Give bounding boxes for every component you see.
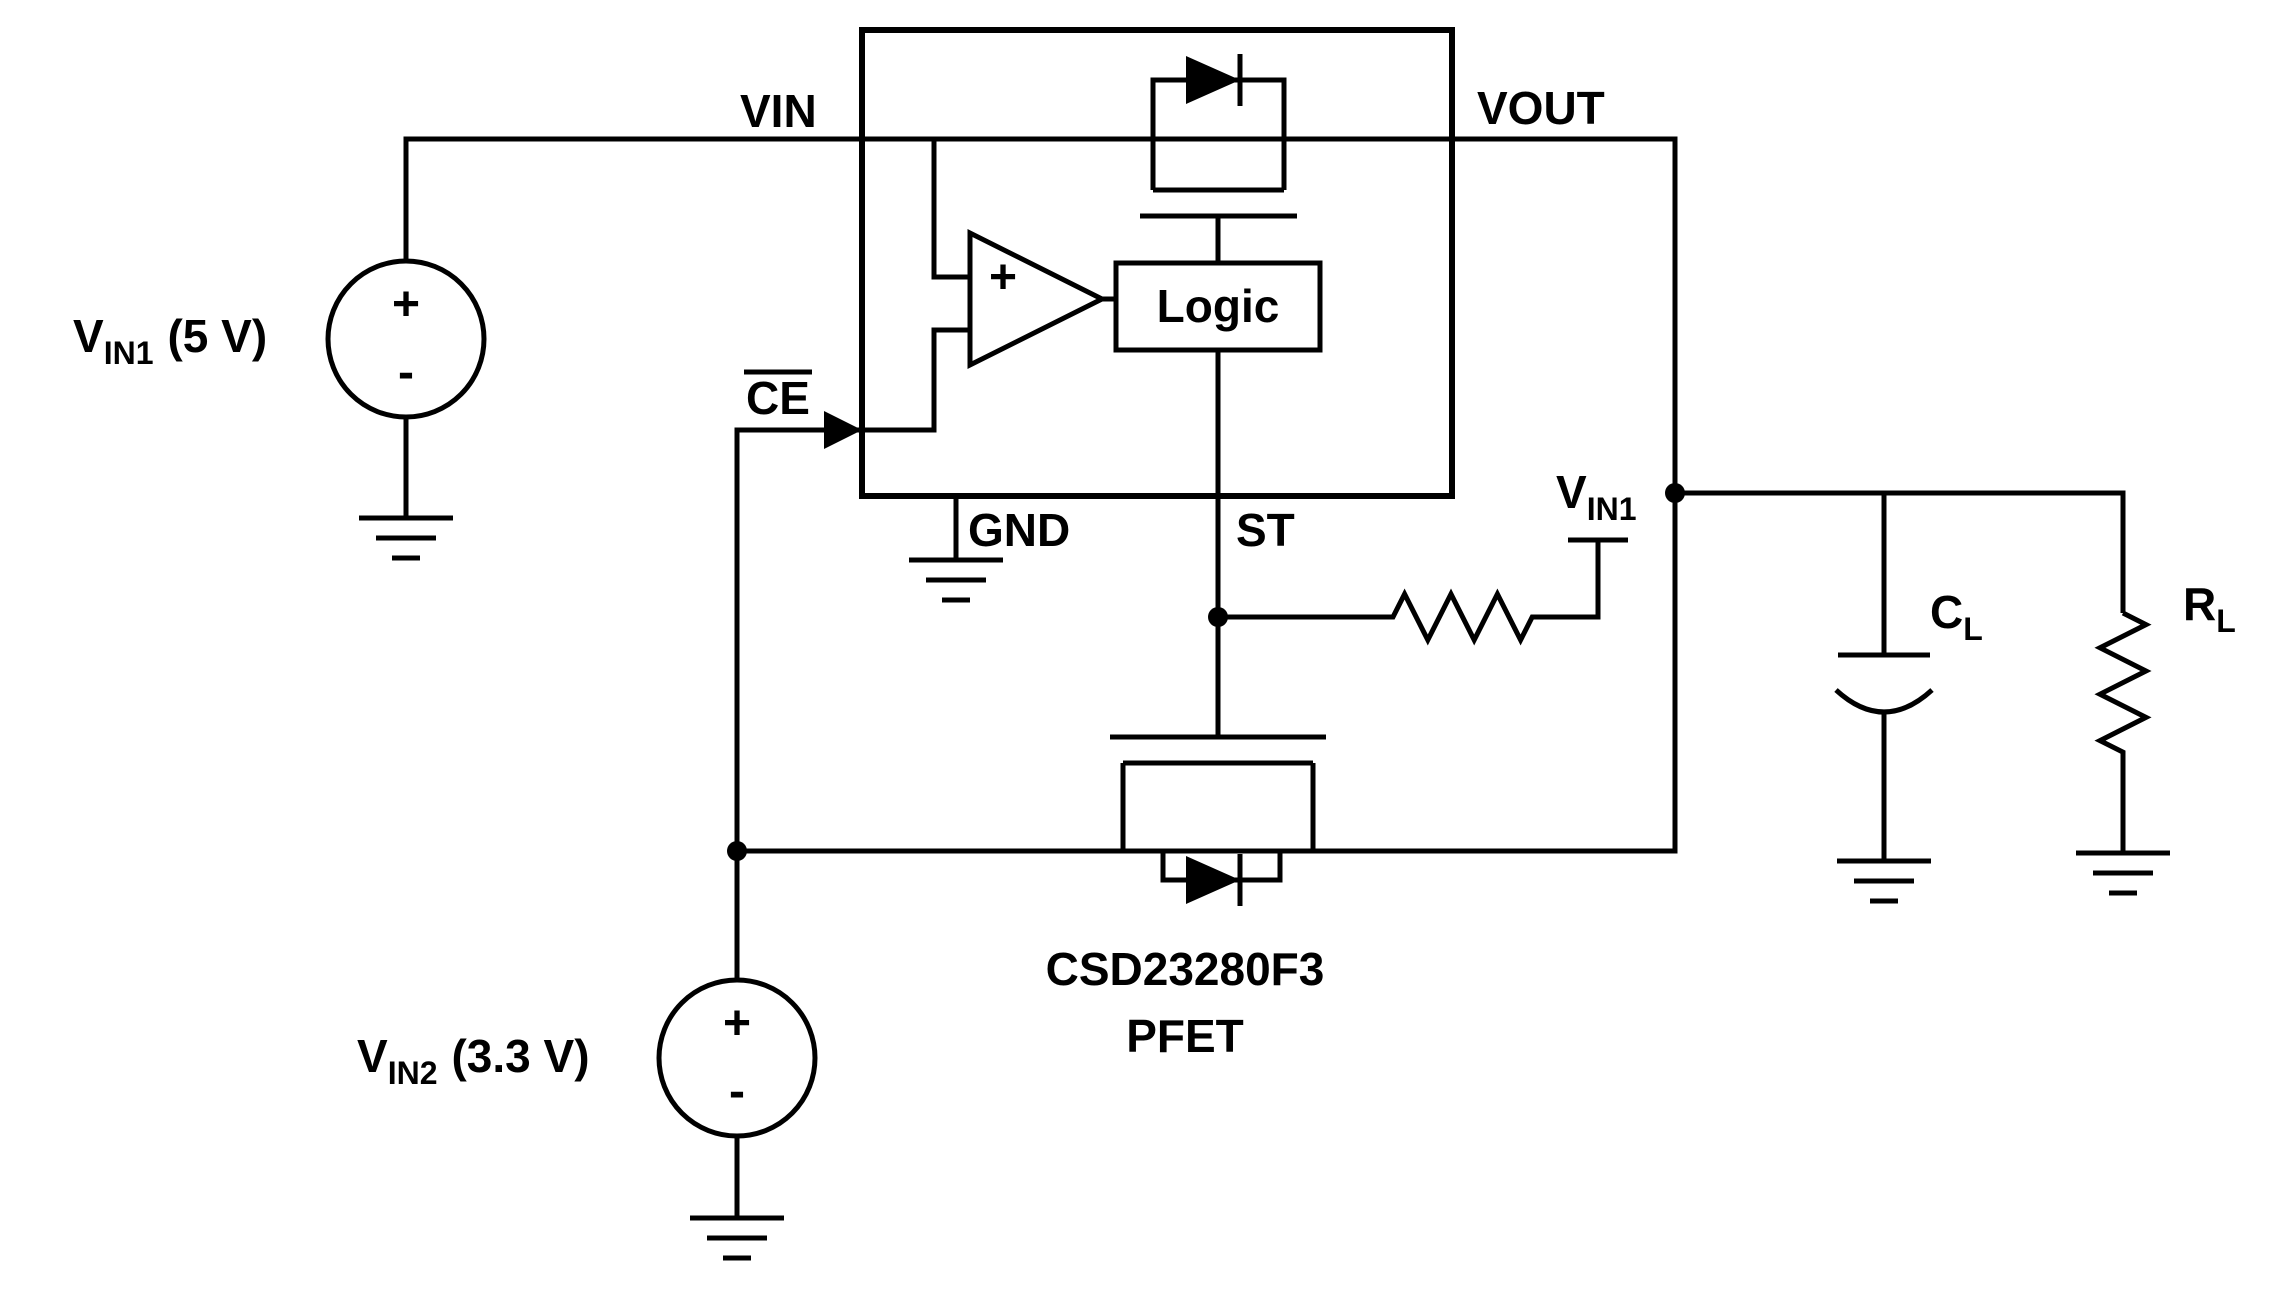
pullup-rail-label-sub: IN1 <box>1587 491 1637 527</box>
junction-dot-st-node <box>1208 607 1228 627</box>
load-capacitor-bottom-plate <box>1834 688 1934 715</box>
external-body-diode-icon <box>1186 856 1240 904</box>
internal-pfet-channel-stubs <box>1150 139 1287 190</box>
load-resistor-label: RL <box>2183 578 2236 639</box>
external-pfet-channel-stubs <box>1120 763 1316 851</box>
vin2-source-label: VIN2 (3.3 V) <box>357 1030 590 1091</box>
comparator-plus-sign: + <box>989 251 1017 304</box>
vin2-label-value: (3.3 V) <box>451 1030 589 1082</box>
comparator-triangle <box>967 228 1108 370</box>
load-capacitor-ground-symbol <box>1837 861 1931 901</box>
main-rail-wire <box>403 136 1678 980</box>
vin2-ground-symbol <box>690 1218 784 1258</box>
cap-label-sub: L <box>1963 611 1983 647</box>
pin-label-st: ST <box>1236 504 1295 556</box>
pin-label-ce: CE <box>746 372 810 424</box>
ic-ground-symbol <box>909 560 1003 600</box>
vin2-plus-sign: + <box>723 997 751 1050</box>
load-resistor <box>2094 610 2152 853</box>
ce-wire <box>734 327 970 851</box>
vin2-label-sub: IN2 <box>388 1055 438 1091</box>
comparator-vin-sense-wire <box>931 139 970 280</box>
junction-dot-vout-node <box>1665 483 1685 503</box>
vin2-minus-sign: - <box>729 1065 745 1118</box>
vin2-label-base: V <box>357 1030 388 1082</box>
logic-label: Logic <box>1157 280 1280 332</box>
external-fet-type-label: PFET <box>1126 1010 1244 1062</box>
vin1-minus-sign: - <box>398 346 414 399</box>
junction-dot-vin2-node <box>727 841 747 861</box>
vin1-plus-sign: + <box>392 278 420 331</box>
pullup-rail-label: VIN1 <box>1556 466 1636 527</box>
vin1-label-sub: IN1 <box>104 335 154 371</box>
vin1-ground-symbol <box>359 518 453 558</box>
pin-label-gnd: GND <box>968 504 1070 556</box>
load-resistor-ground-symbol <box>2076 853 2170 893</box>
cap-label-base: C <box>1930 586 1963 638</box>
ce-input-arrow-icon <box>824 411 862 449</box>
pullup-rail-label-base: V <box>1556 466 1587 518</box>
pin-label-vout: VOUT <box>1477 82 1605 134</box>
vin1-label-value: (5 V) <box>167 310 267 362</box>
external-fet-part-label: CSD23280F3 <box>1046 943 1325 995</box>
internal-body-diode-icon <box>1186 56 1240 104</box>
res-label-sub: L <box>2216 603 2236 639</box>
pin-label-vin: VIN <box>740 85 817 137</box>
res-label-base: R <box>2183 578 2216 630</box>
vin1-label-base: V <box>73 310 104 362</box>
vout-branch-wire <box>1675 490 2126 613</box>
load-capacitor-label: CL <box>1930 586 1983 647</box>
st-pullup-resistor <box>1218 540 1601 646</box>
ic-outline <box>859 27 1455 499</box>
vin1-source-label: VIN1 (5 V) <box>73 310 267 371</box>
